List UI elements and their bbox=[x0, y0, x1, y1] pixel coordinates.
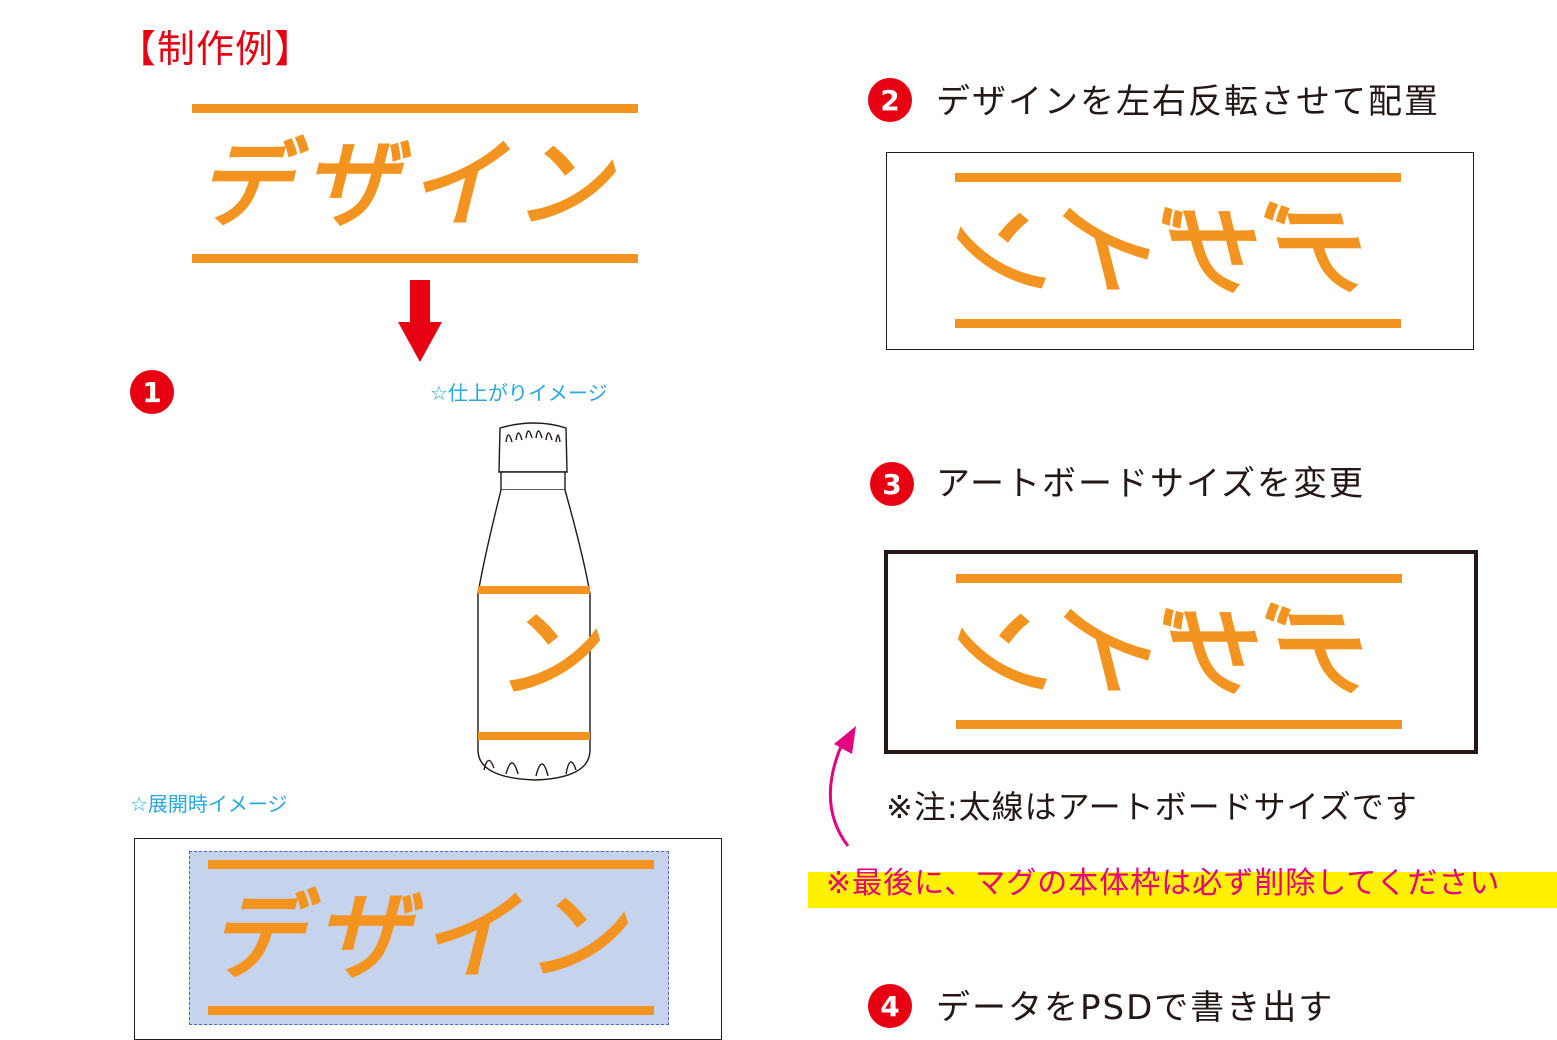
artboard-top-stripe bbox=[956, 574, 1402, 583]
warning-text: ※最後に、マグの本体枠は必ず削除してください bbox=[826, 866, 1501, 901]
selection-area: デザイン bbox=[189, 851, 669, 1025]
curved-arrow-icon bbox=[828, 726, 856, 847]
unfolded-panel: デザイン bbox=[134, 838, 722, 1040]
unfolded-design-word: デザイン bbox=[208, 881, 632, 993]
unfolded-bottom-stripe bbox=[208, 1006, 654, 1015]
step-3-badge: 3 bbox=[870, 462, 914, 506]
step-2-label: デザインを左右反転させて配置 bbox=[936, 82, 1440, 122]
step-4-label: データをPSDで書き出す bbox=[936, 988, 1335, 1028]
finished-image-caption: ☆仕上がりイメージ bbox=[430, 381, 608, 405]
step-1-badge: 1 bbox=[130, 370, 174, 414]
example-design: デザイン bbox=[192, 104, 638, 266]
unfolded-top-stripe bbox=[208, 860, 654, 869]
bottle-illustration bbox=[477, 422, 591, 781]
down-arrow-shaft bbox=[410, 280, 430, 324]
design-bottom-stripe bbox=[192, 254, 638, 263]
mirrored-design-word: デザイン bbox=[953, 196, 1377, 308]
bottle-design-glyph: ン bbox=[496, 598, 595, 712]
design-top-stripe bbox=[192, 104, 638, 113]
design-word: デザイン bbox=[196, 129, 620, 241]
artboard-design-word: デザイン bbox=[954, 597, 1378, 709]
unfolded-image-caption: ☆展開時イメージ bbox=[130, 792, 288, 816]
warning-highlight bbox=[808, 872, 1557, 908]
artboard-panel: デザイン bbox=[884, 550, 1478, 754]
artboard-bottom-stripe bbox=[956, 720, 1402, 729]
mirrored-design-panel: デザイン bbox=[886, 152, 1474, 350]
mirrored-bottom-stripe bbox=[955, 319, 1401, 328]
step-3-label: アートボードサイズを変更 bbox=[936, 464, 1365, 504]
artboard-note: ※注:太線はアートボードサイズです bbox=[886, 788, 1418, 826]
mirrored-top-stripe bbox=[955, 173, 1401, 182]
step-2-badge: 2 bbox=[868, 78, 912, 122]
page-heading: 【制作例】 bbox=[118, 27, 314, 71]
down-arrow-icon bbox=[398, 322, 442, 362]
step-4-badge: 4 bbox=[868, 984, 912, 1028]
